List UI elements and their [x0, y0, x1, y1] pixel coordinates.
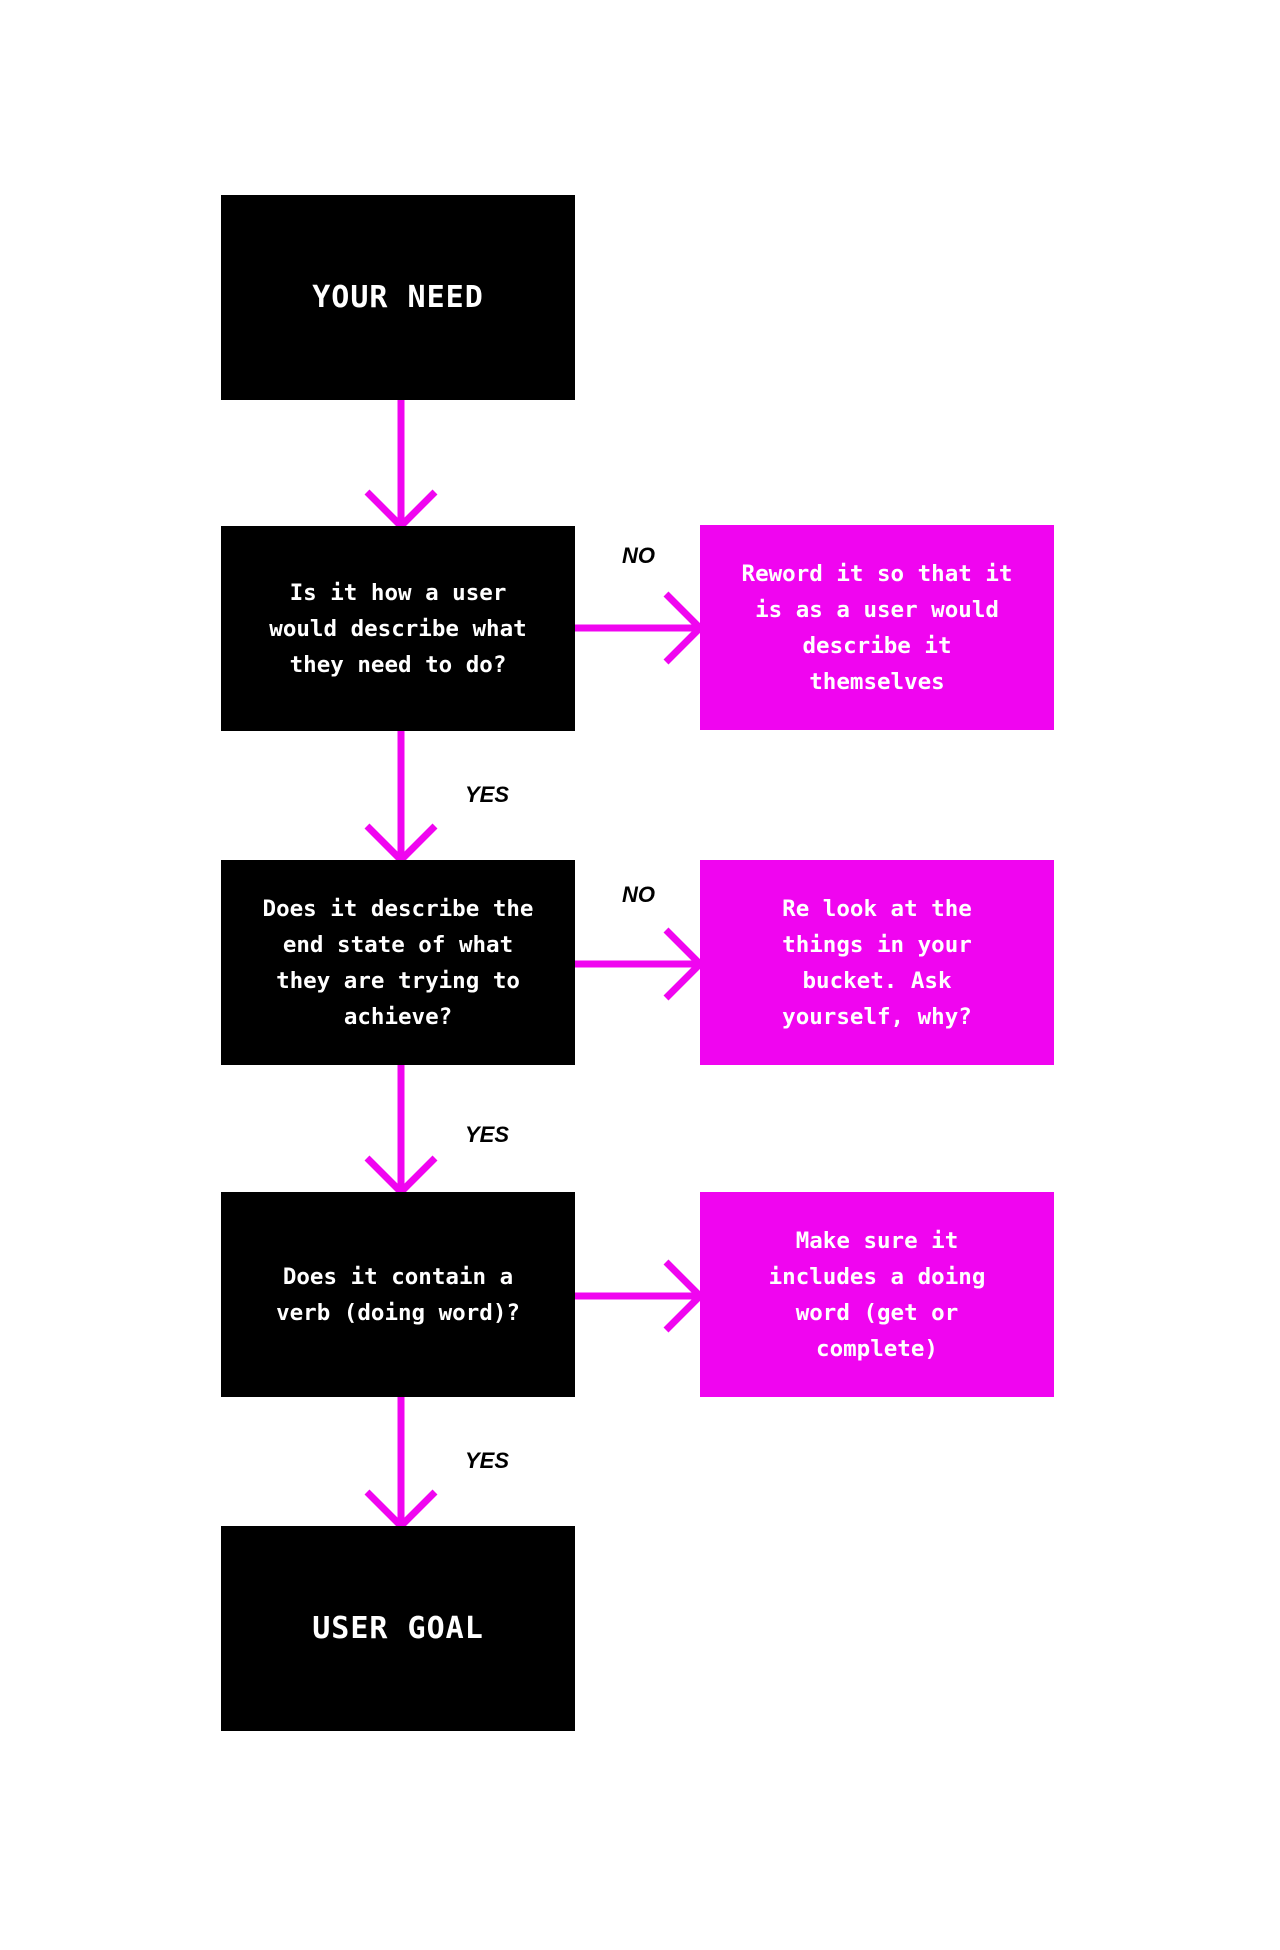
question-node-1: Is it how a user would describe what the… — [221, 526, 575, 731]
action-node-2: Re look at the things in your bucket. As… — [700, 860, 1054, 1065]
action-node-1-text: Reword it so that it is as a user would … — [741, 560, 1013, 695]
question-node-1-text: Is it how a user would describe what the… — [269, 579, 527, 678]
action-node-1: Reword it so that it is as a user would … — [700, 525, 1054, 730]
question-node-2-text: Does it describe the end state of what t… — [262, 895, 534, 1030]
action-node-3-text: Make sure it includes a doing word (get … — [768, 1227, 986, 1362]
arrow-start-to-q1 — [364, 400, 438, 531]
question-node-3-text: Does it contain a verb (doing word)? — [276, 1263, 520, 1326]
end-node: USER GOAL — [221, 1526, 575, 1731]
action-node-2-text: Re look at the things in your bucket. As… — [782, 895, 972, 1030]
start-node-label: YOUR NEED — [312, 280, 484, 315]
question-node-2: Does it describe the end state of what t… — [221, 860, 575, 1065]
edge-label-yes-3: YES — [465, 1448, 510, 1473]
arrow-q1-to-q2 — [364, 731, 438, 865]
edge-label-no-1: NO — [622, 543, 655, 568]
start-node: YOUR NEED — [221, 195, 575, 400]
action-node-3: Make sure it includes a doing word (get … — [700, 1192, 1054, 1397]
edge-label-no-2: NO — [622, 882, 655, 907]
edge-label-yes-1: YES — [465, 782, 510, 807]
question-node-3: Does it contain a verb (doing word)? — [221, 1192, 575, 1397]
end-node-label: USER GOAL — [312, 1611, 484, 1646]
edge-label-yes-2: YES — [465, 1122, 510, 1147]
arrow-q3-to-a3 — [575, 1259, 705, 1333]
arrow-q1-to-a1 — [575, 591, 705, 665]
arrow-q2-to-q3 — [364, 1065, 438, 1197]
arrow-q3-to-end — [364, 1397, 438, 1531]
arrow-q2-to-a2 — [575, 927, 705, 1001]
